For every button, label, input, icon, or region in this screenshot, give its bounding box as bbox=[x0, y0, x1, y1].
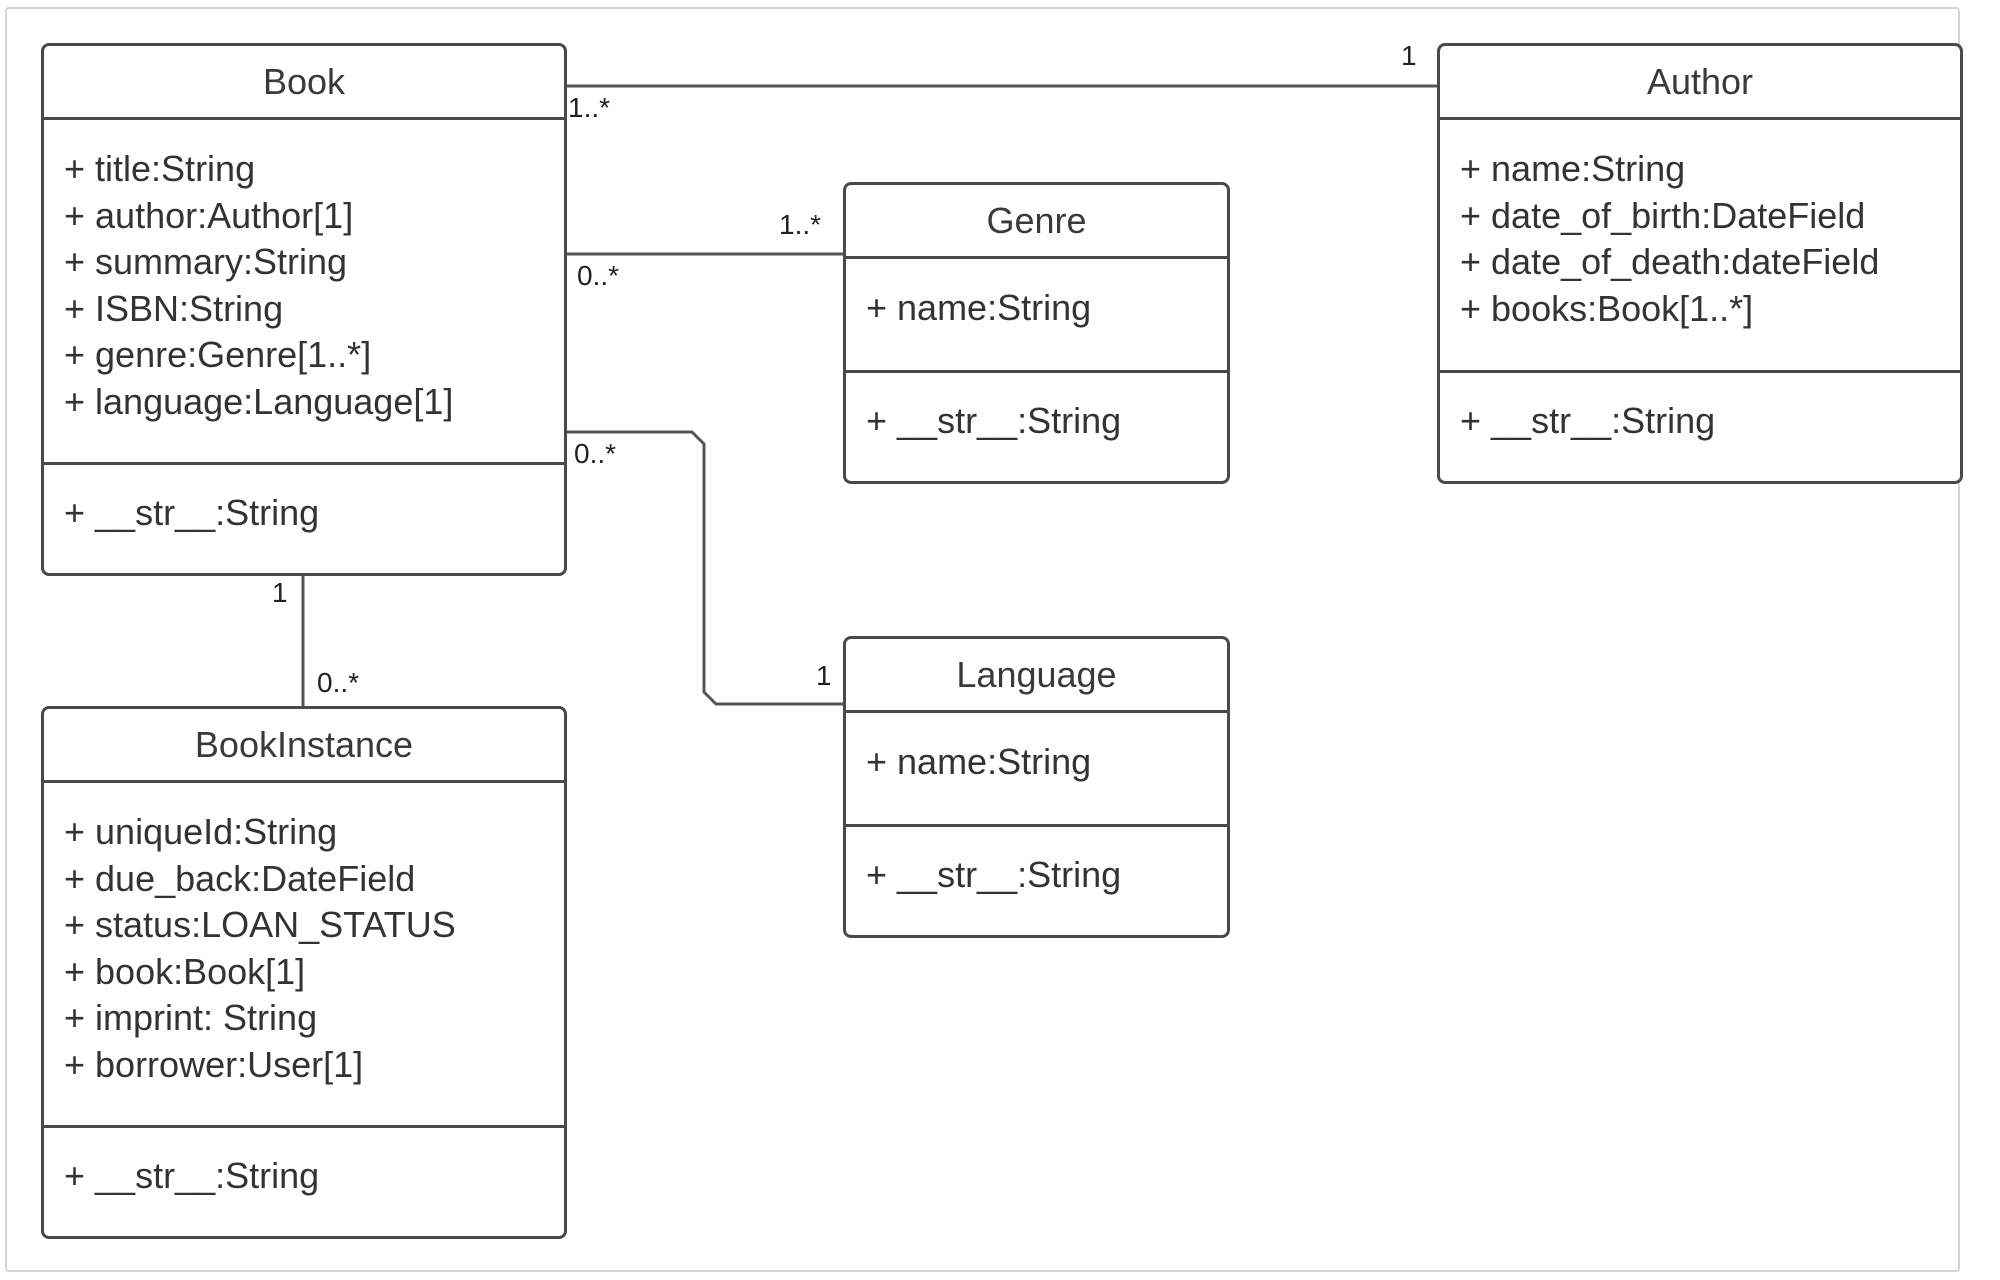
attribute: + genre:Genre[1..*] bbox=[64, 334, 372, 375]
class-name: Book bbox=[44, 46, 564, 120]
attribute: + author:Author[1] bbox=[64, 194, 354, 236]
attributes-compartment: + name:String + date_of_birth:DateField … bbox=[1440, 120, 1960, 373]
multiplicity-book-bookinstance-target: 0..* bbox=[317, 667, 360, 698]
class-bookinstance[interactable]: BookInstance + uniqueId:String + due_bac… bbox=[41, 706, 567, 1239]
operations-compartment: + __str__:String bbox=[44, 1128, 564, 1236]
class-name: BookInstance bbox=[44, 709, 564, 783]
attribute: + books:Book[1..*] bbox=[1460, 287, 1754, 329]
attribute: + name:String bbox=[866, 287, 1092, 328]
operation: + __str__:String bbox=[64, 492, 320, 533]
attribute: + book:Book[1] bbox=[64, 950, 306, 992]
class-author[interactable]: Author + name:String + date_of_birth:Dat… bbox=[1437, 43, 1963, 484]
attribute: + summary:String bbox=[64, 241, 348, 282]
multiplicity-book-language-target: 1 bbox=[816, 660, 832, 691]
class-name: Genre bbox=[846, 185, 1227, 259]
operations-compartment: + __str__:String bbox=[44, 465, 564, 573]
multiplicity-book-bookinstance-source: 1 bbox=[272, 577, 288, 608]
multiplicity-book-genre-target: 1..* bbox=[779, 209, 822, 240]
operations-compartment: + __str__:String bbox=[1440, 373, 1960, 481]
attribute: + due_back:DateField bbox=[64, 857, 416, 899]
attribute: + name:String bbox=[866, 741, 1092, 782]
class-genre[interactable]: Genre + name:String + __str__:String bbox=[843, 182, 1230, 484]
attribute: + status:LOAN_STATUS bbox=[64, 904, 456, 945]
attribute: + language:Language[1] bbox=[64, 380, 454, 422]
operations-compartment: + __str__:String bbox=[846, 373, 1227, 481]
attribute: + imprint: String bbox=[64, 997, 318, 1038]
association-book-language bbox=[565, 430, 846, 706]
attribute: + uniqueId:String bbox=[64, 811, 338, 852]
multiplicity-book-genre-source: 0..* bbox=[577, 260, 620, 291]
attribute: + borrower:User[1] bbox=[64, 1043, 364, 1085]
class-book[interactable]: Book + title:String + author:Author[1] +… bbox=[41, 43, 567, 576]
attributes-compartment: + name:String bbox=[846, 259, 1227, 373]
attribute: + name:String bbox=[1460, 148, 1686, 189]
attribute: + ISBN:String bbox=[64, 287, 284, 329]
operation: + __str__:String bbox=[64, 1155, 320, 1196]
attributes-compartment: + name:String bbox=[846, 713, 1227, 827]
operations-compartment: + __str__:String bbox=[846, 827, 1227, 935]
multiplicity-book-author-target: 1 bbox=[1401, 40, 1417, 71]
class-language[interactable]: Language + name:String + __str__:String bbox=[843, 636, 1230, 938]
operation: + __str__:String bbox=[866, 400, 1122, 441]
attribute: + date_of_birth:DateField bbox=[1460, 194, 1866, 236]
multiplicity-book-author-source: 1..* bbox=[568, 92, 611, 123]
attributes-compartment: + title:String + author:Author[1] + summ… bbox=[44, 120, 564, 465]
operation: + __str__:String bbox=[866, 854, 1122, 895]
class-name: Language bbox=[846, 639, 1227, 713]
attribute: + title:String bbox=[64, 148, 256, 189]
class-name: Author bbox=[1440, 46, 1960, 120]
operation: + __str__:String bbox=[1460, 400, 1716, 441]
multiplicity-book-language-source: 0..* bbox=[574, 438, 617, 469]
attribute: + date_of_death:dateField bbox=[1460, 241, 1880, 282]
attributes-compartment: + uniqueId:String + due_back:DateField +… bbox=[44, 783, 564, 1128]
